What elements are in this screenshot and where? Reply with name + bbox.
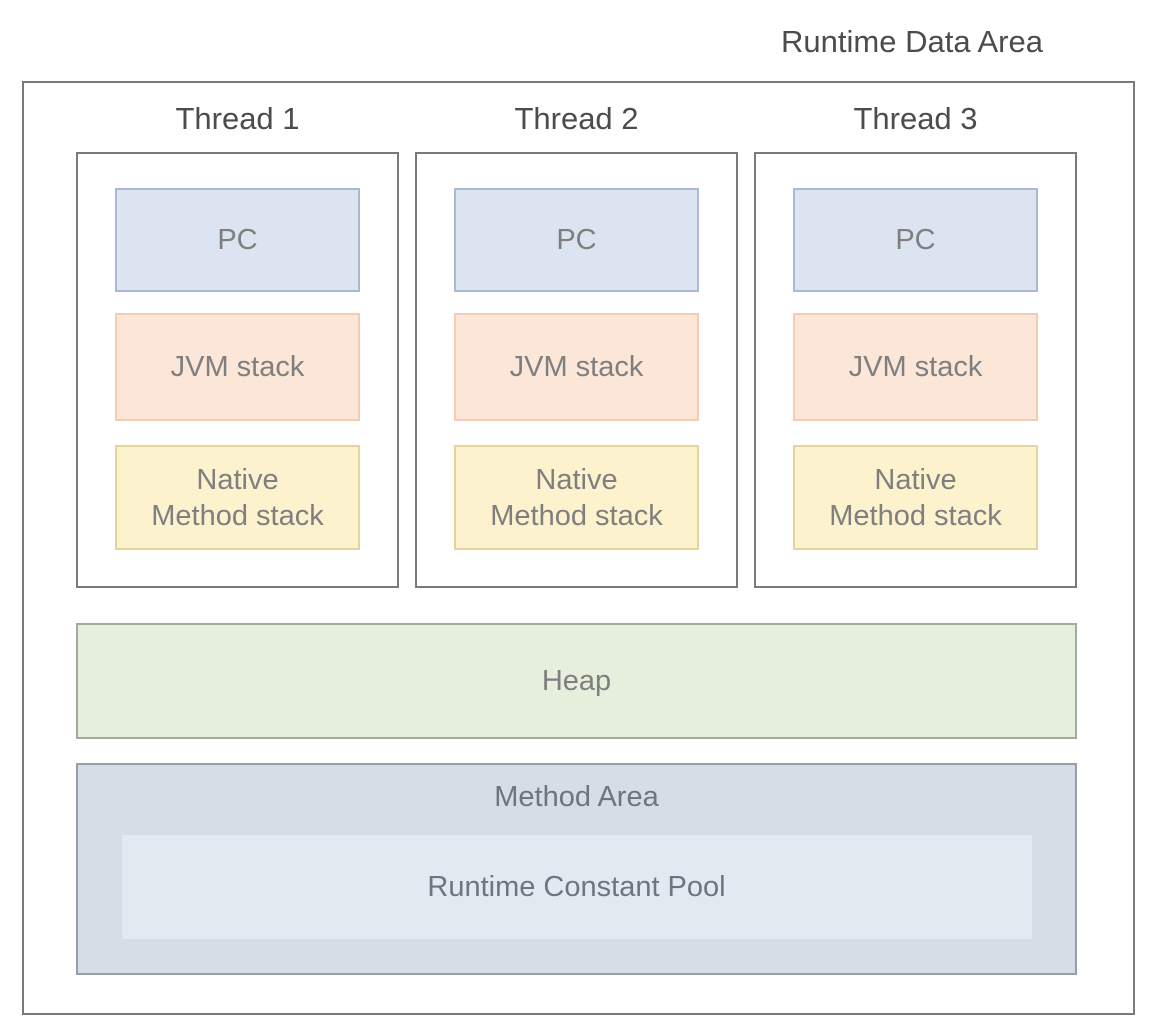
thread-3-native-method-stack-box: Native Method stack (793, 445, 1038, 550)
thread-3: Thread 3 PC JVM stack Native Method stac… (754, 100, 1077, 588)
thread-1-jvm-stack-box: JVM stack (115, 313, 360, 421)
thread-3-jvm-stack-box: JVM stack (793, 313, 1038, 421)
heap-box: Heap (76, 623, 1077, 739)
thread-3-jvm-stack-label: JVM stack (848, 351, 983, 383)
method-area-label: Method Area (494, 781, 659, 813)
thread-2-jvm-stack-box: JVM stack (454, 313, 699, 421)
runtime-data-area-box: Thread 1 PC JVM stack Native Method stac… (22, 81, 1135, 1015)
thread-2-native-method-stack-label-line1: Native (535, 463, 618, 496)
runtime-constant-pool-box: Runtime Constant Pool (120, 834, 1033, 940)
thread-3-native-method-stack-label-line2: Method stack (829, 499, 1002, 532)
thread-2: Thread 2 PC JVM stack Native Method stac… (415, 100, 738, 588)
thread-3-box: PC JVM stack Native Method stack (754, 152, 1077, 588)
thread-2-label: Thread 2 (514, 101, 639, 136)
thread-1-jvm-stack-label: JVM stack (170, 351, 305, 383)
thread-2-box: PC JVM stack Native Method stack (415, 152, 738, 588)
thread-1-label: Thread 1 (175, 101, 300, 136)
thread-1-box: PC JVM stack Native Method stack (76, 152, 399, 588)
thread-1-native-method-stack-box: Native Method stack (115, 445, 360, 550)
diagram-title: Runtime Data Area (781, 24, 1043, 59)
thread-2-native-method-stack-label-line2: Method stack (490, 499, 663, 532)
thread-1-pc-box: PC (115, 188, 360, 292)
thread-1: Thread 1 PC JVM stack Native Method stac… (76, 100, 399, 588)
heap-label: Heap (541, 664, 612, 697)
thread-2-jvm-stack-label: JVM stack (509, 351, 644, 383)
thread-2-pc-box: PC (454, 188, 699, 292)
thread-2-pc-label: PC (556, 224, 597, 256)
method-area-box: Method Area Runtime Constant Pool (76, 763, 1077, 975)
runtime-constant-pool-label: Runtime Constant Pool (427, 870, 726, 903)
thread-3-label: Thread 3 (853, 101, 978, 136)
thread-1-pc-label: PC (217, 224, 258, 256)
thread-1-native-method-stack-label-line1: Native (196, 463, 279, 496)
thread-3-pc-box: PC (793, 188, 1038, 292)
thread-3-pc-label: PC (895, 224, 936, 256)
threads-row: Thread 1 PC JVM stack Native Method stac… (76, 100, 1077, 588)
thread-2-native-method-stack-box: Native Method stack (454, 445, 699, 550)
thread-3-native-method-stack-label-line1: Native (874, 463, 957, 496)
thread-1-native-method-stack-label-line2: Method stack (151, 499, 324, 532)
